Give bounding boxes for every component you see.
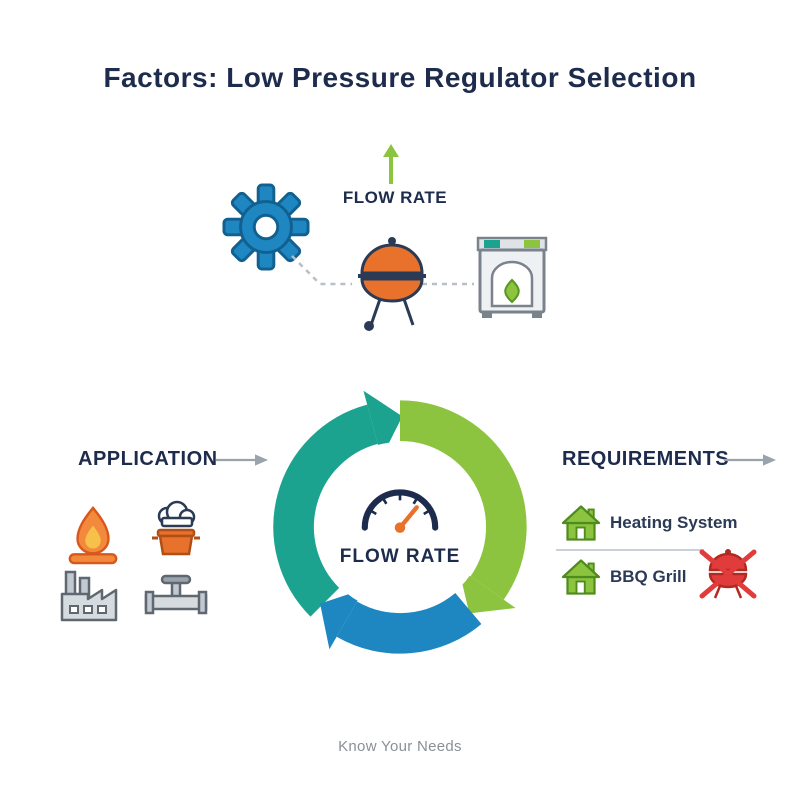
- application-arrow-icon: [216, 454, 268, 466]
- footer-tagline: Know Your Needs: [338, 738, 462, 755]
- crossed-out-grill-icon: [699, 549, 757, 599]
- cooking-pot-icon: [152, 500, 200, 556]
- application-heading: APPLICATION: [78, 448, 218, 470]
- gauge-icon: [361, 489, 439, 533]
- flow-rate-center-label: FLOW RATE: [339, 546, 461, 567]
- requirements-divider: [556, 549, 704, 551]
- requirements-heading: REQUIREMENTS: [562, 448, 730, 470]
- house-icon: [561, 505, 601, 541]
- house-icon: [561, 559, 601, 595]
- factory-icon: [60, 570, 118, 622]
- fireplace-icon: [476, 236, 548, 318]
- up-arrow-icon: [383, 144, 399, 184]
- gear-icon: [222, 183, 310, 271]
- requirement-heating-system: Heating System: [610, 513, 738, 532]
- bbq-grill-icon: [358, 237, 426, 331]
- burner-flame-icon: [68, 506, 118, 565]
- pipe-valve-icon: [144, 574, 208, 615]
- requirement-bbq-grill: BBQ Grill: [610, 567, 687, 586]
- requirements-arrow-icon: [724, 454, 776, 466]
- flow-rate-top-label: FLOW RATE: [342, 188, 448, 207]
- page-title: Factors: Low Pressure Regulator Selectio…: [103, 62, 697, 93]
- dashed-connector-lines: [291, 255, 474, 286]
